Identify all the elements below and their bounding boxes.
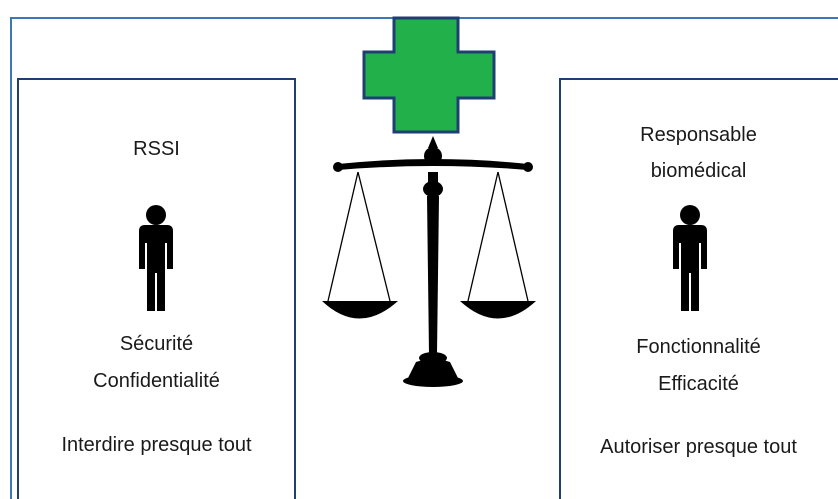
right-value-2: Efficacité: [658, 373, 739, 395]
left-panel: [17, 78, 296, 499]
balance-scale-icon: [318, 96, 548, 416]
right-role-line-1: Responsable: [640, 124, 757, 146]
right-person-icon: [665, 203, 715, 313]
left-value-2: Confidentialité: [93, 370, 220, 392]
right-value-1: Fonctionnalité: [636, 336, 761, 358]
left-value-1: Sécurité: [119, 333, 194, 355]
left-stance-label: Interdire presque tout: [61, 434, 252, 456]
right-role-line-2: biomédical: [650, 160, 747, 182]
left-role-label: RSSI: [133, 138, 180, 160]
medical-cross-icon: [360, 16, 500, 134]
right-stance-label: Autoriser presque tout: [600, 436, 797, 458]
left-person-icon: [131, 203, 181, 313]
